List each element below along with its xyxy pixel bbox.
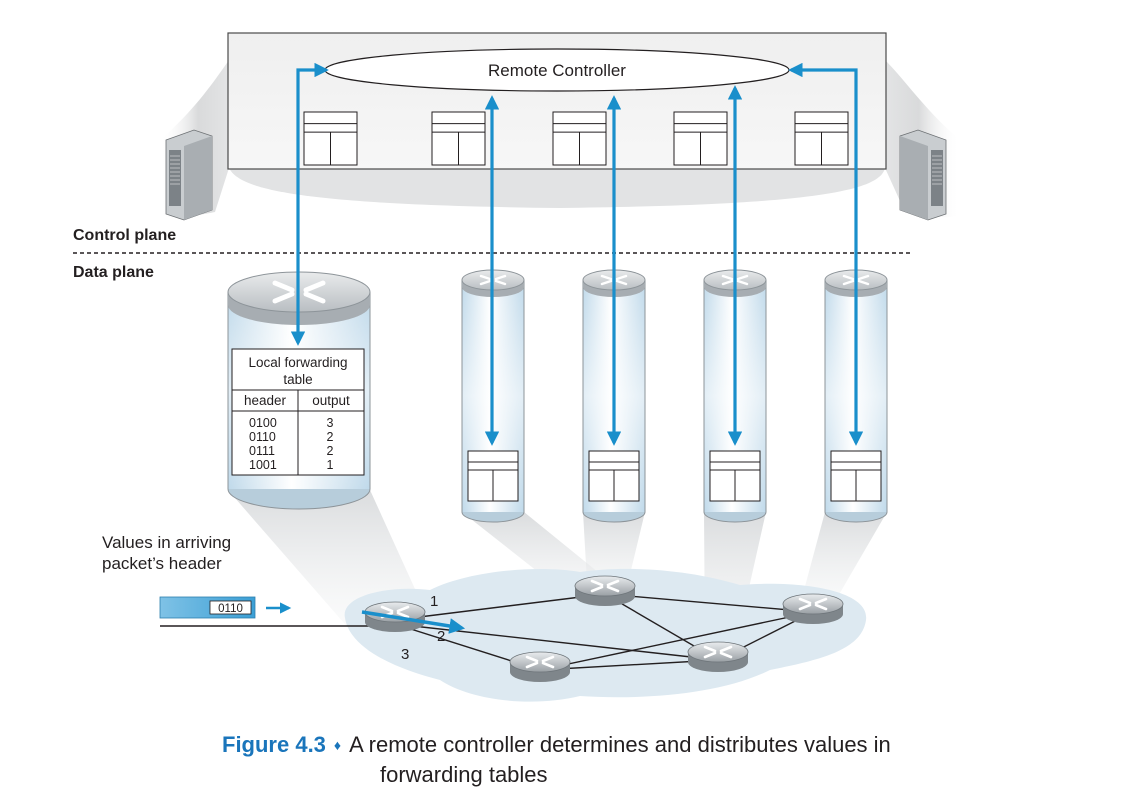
router-icon [574, 575, 636, 606]
table-header-cell: header [244, 393, 287, 408]
control-plane-label: Control plane [73, 227, 176, 244]
packet: 0110 [159, 596, 292, 619]
arrow-icon [788, 62, 864, 446]
table-icon [794, 111, 849, 166]
table-cell: 0100 [249, 416, 277, 430]
figure-caption: Figure 4.3 ♦ A remote controller determine… [222, 731, 1102, 789]
router-icon [509, 651, 571, 682]
caption-number: Figure 4.3 [222, 732, 326, 757]
table-cell: 1001 [249, 458, 277, 472]
table-icon [467, 450, 519, 502]
table-cell: 2 [327, 444, 334, 458]
table-icon [431, 111, 486, 166]
port-label: 1 [430, 593, 438, 610]
table-icon [673, 111, 728, 166]
router-cylinders [461, 269, 888, 523]
remote-controller-label: Remote Controller [488, 61, 626, 80]
table-icon [709, 450, 761, 502]
caption-text-line2: forwarding tables [380, 762, 548, 787]
forwarding-arrow [361, 610, 466, 634]
table-icon [830, 450, 882, 502]
table-cell: 0111 [249, 444, 275, 458]
caption-text-line1: A remote controller determines and distr… [349, 732, 891, 757]
packet-value: 0110 [218, 603, 243, 615]
packet-note: Values in arriving [102, 533, 231, 552]
table-icon [303, 111, 358, 166]
data-plane-label: Data plane [73, 264, 154, 281]
table-cell: 2 [327, 430, 334, 444]
table-cell: 0110 [249, 430, 276, 444]
table-icon [588, 450, 640, 502]
local-forwarding-table: Local forwarding table header output 010… [231, 348, 365, 476]
port-label: 2 [437, 628, 445, 645]
router-icon [687, 641, 749, 672]
arrow-icon [290, 62, 329, 346]
port-label: 3 [401, 646, 409, 663]
packet-note: packet’s header [102, 554, 222, 573]
table-header-cell: output [312, 393, 350, 408]
table-cell: 1 [327, 458, 334, 472]
server-icon [165, 129, 213, 221]
table-cell: 3 [327, 416, 334, 430]
table-title: table [283, 372, 312, 387]
router-icon [782, 593, 844, 624]
caption-separator: ♦ [333, 737, 342, 753]
server-icon [899, 129, 947, 221]
control-arrows [290, 62, 864, 446]
table-title: Local forwarding [248, 355, 347, 370]
table-icon [552, 111, 607, 166]
